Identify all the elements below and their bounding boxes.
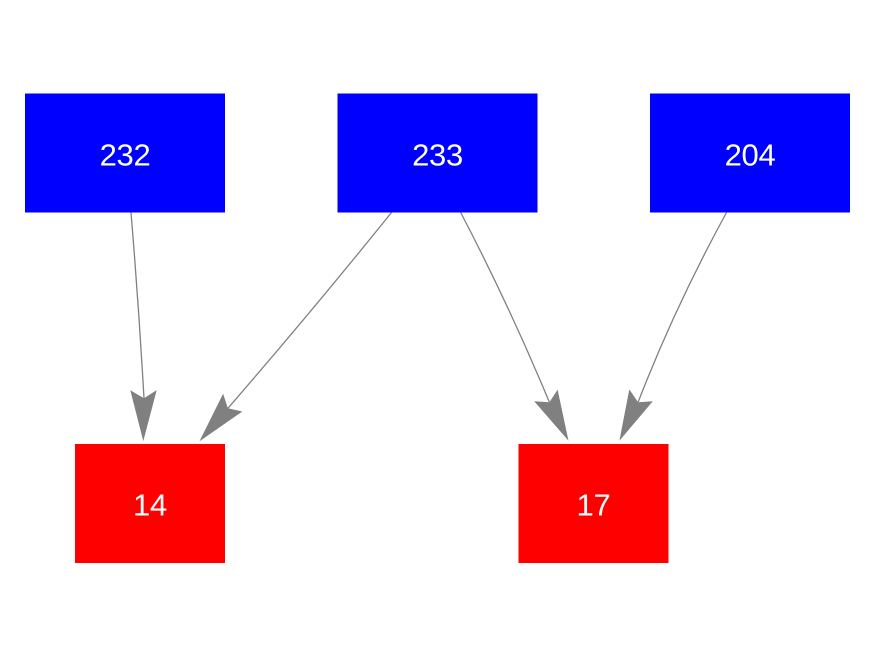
svg-text:17: 17 (577, 488, 611, 523)
svg-text:14: 14 (133, 488, 167, 523)
svg-text:232: 232 (100, 138, 151, 173)
svg-text:204: 204 (725, 138, 776, 173)
svg-text:233: 233 (412, 138, 463, 173)
